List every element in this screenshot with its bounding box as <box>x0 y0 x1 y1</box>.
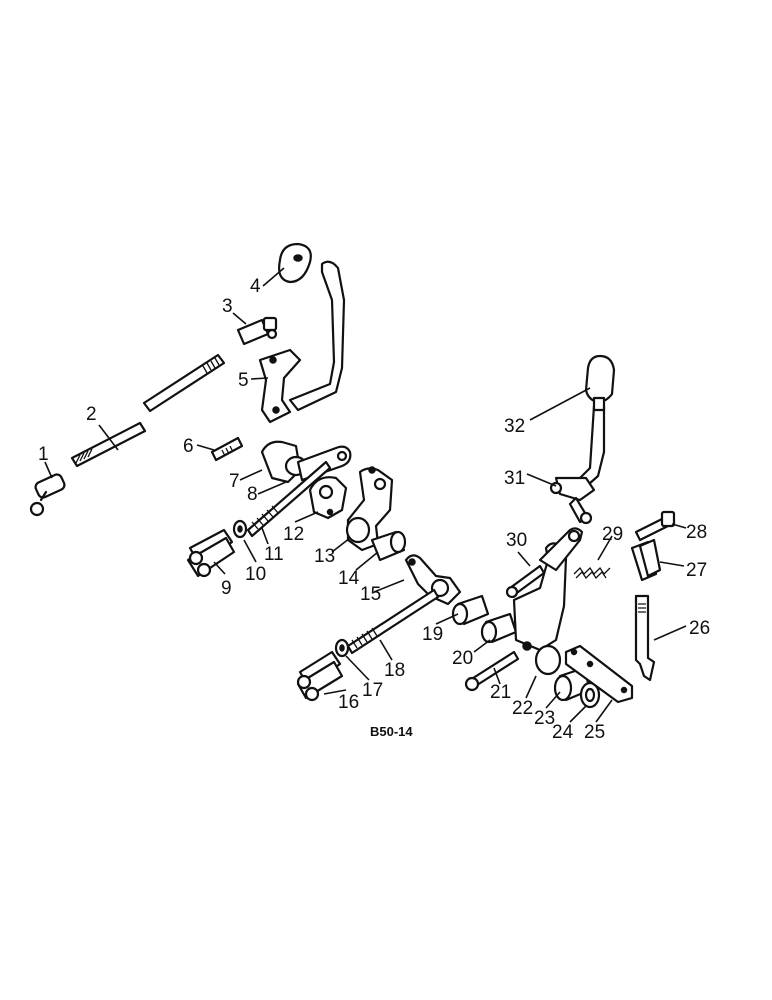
callout-21: 21 <box>490 682 511 703</box>
part-12-cam-lever <box>308 476 348 520</box>
part-20-bushing <box>480 612 518 644</box>
part-16-clevis <box>296 650 344 702</box>
callout-13: 13 <box>314 546 335 567</box>
part-17-nut <box>334 638 350 658</box>
part-9-clevis <box>186 528 236 578</box>
part-1-ball-joint <box>29 473 66 517</box>
part-28-bolt <box>634 510 676 542</box>
callout-4: 4 <box>250 276 261 297</box>
part-30-pin <box>505 564 546 599</box>
callout-6: 6 <box>183 436 194 457</box>
callout-17: 17 <box>362 680 383 701</box>
callout-32: 32 <box>504 416 525 437</box>
callout-5: 5 <box>238 370 249 391</box>
part-11-threaded-rod <box>246 460 332 538</box>
callout-22: 22 <box>512 698 533 719</box>
callout-1: 1 <box>38 444 49 465</box>
callout-31: 31 <box>504 468 525 489</box>
callout-24: 24 <box>552 722 574 743</box>
part-2-long-rod <box>70 353 226 468</box>
part-10-nut <box>232 519 248 539</box>
callout-12: 12 <box>283 524 304 545</box>
leader-lines <box>44 267 687 723</box>
part-27-clip <box>630 538 662 582</box>
callout-25: 25 <box>584 722 605 743</box>
part-31-gear-lever <box>549 404 606 525</box>
callout-30: 30 <box>506 530 527 551</box>
callout-20: 20 <box>452 648 473 669</box>
part-25-plate <box>564 644 634 704</box>
part-29-spring <box>573 566 611 580</box>
callout-26: 26 <box>689 618 710 639</box>
part-6-pin <box>210 436 244 462</box>
part-4-lever-knob <box>278 242 312 284</box>
part-19-bushing <box>451 594 490 626</box>
part-22-main-lever <box>512 527 584 676</box>
callout-28: 28 <box>686 522 707 543</box>
callout-11: 11 <box>264 544 284 565</box>
diagram-code: B50-14 <box>370 724 413 739</box>
callout-27: 27 <box>686 560 707 581</box>
callout-9: 9 <box>221 578 232 599</box>
callout-2: 2 <box>86 404 97 425</box>
part-32-gear-knob <box>584 354 616 412</box>
part-3-stud <box>236 316 278 346</box>
callout-23: 23 <box>534 708 555 729</box>
part-13-bellcrank <box>345 466 394 552</box>
part-15-hub-lever <box>404 554 462 606</box>
callout-18: 18 <box>384 660 405 681</box>
callout-labels: 1 2 3 4 5 6 7 8 9 10 11 12 13 14 15 16 1… <box>38 276 710 743</box>
callout-8: 8 <box>247 484 258 505</box>
part-24-washer <box>579 681 601 709</box>
callout-14: 14 <box>338 568 360 589</box>
callout-10: 10 <box>245 564 266 585</box>
part-26-hook-rod <box>634 594 656 682</box>
callout-19: 19 <box>422 624 443 645</box>
callout-7: 7 <box>229 471 240 492</box>
callout-3: 3 <box>222 296 233 317</box>
part-7-yoke <box>260 440 308 484</box>
part-5-lever-bracket <box>258 260 346 424</box>
callout-29: 29 <box>602 524 623 545</box>
part-18-threaded-rod <box>346 588 440 655</box>
callout-16: 16 <box>338 692 359 713</box>
callout-15: 15 <box>360 584 381 605</box>
